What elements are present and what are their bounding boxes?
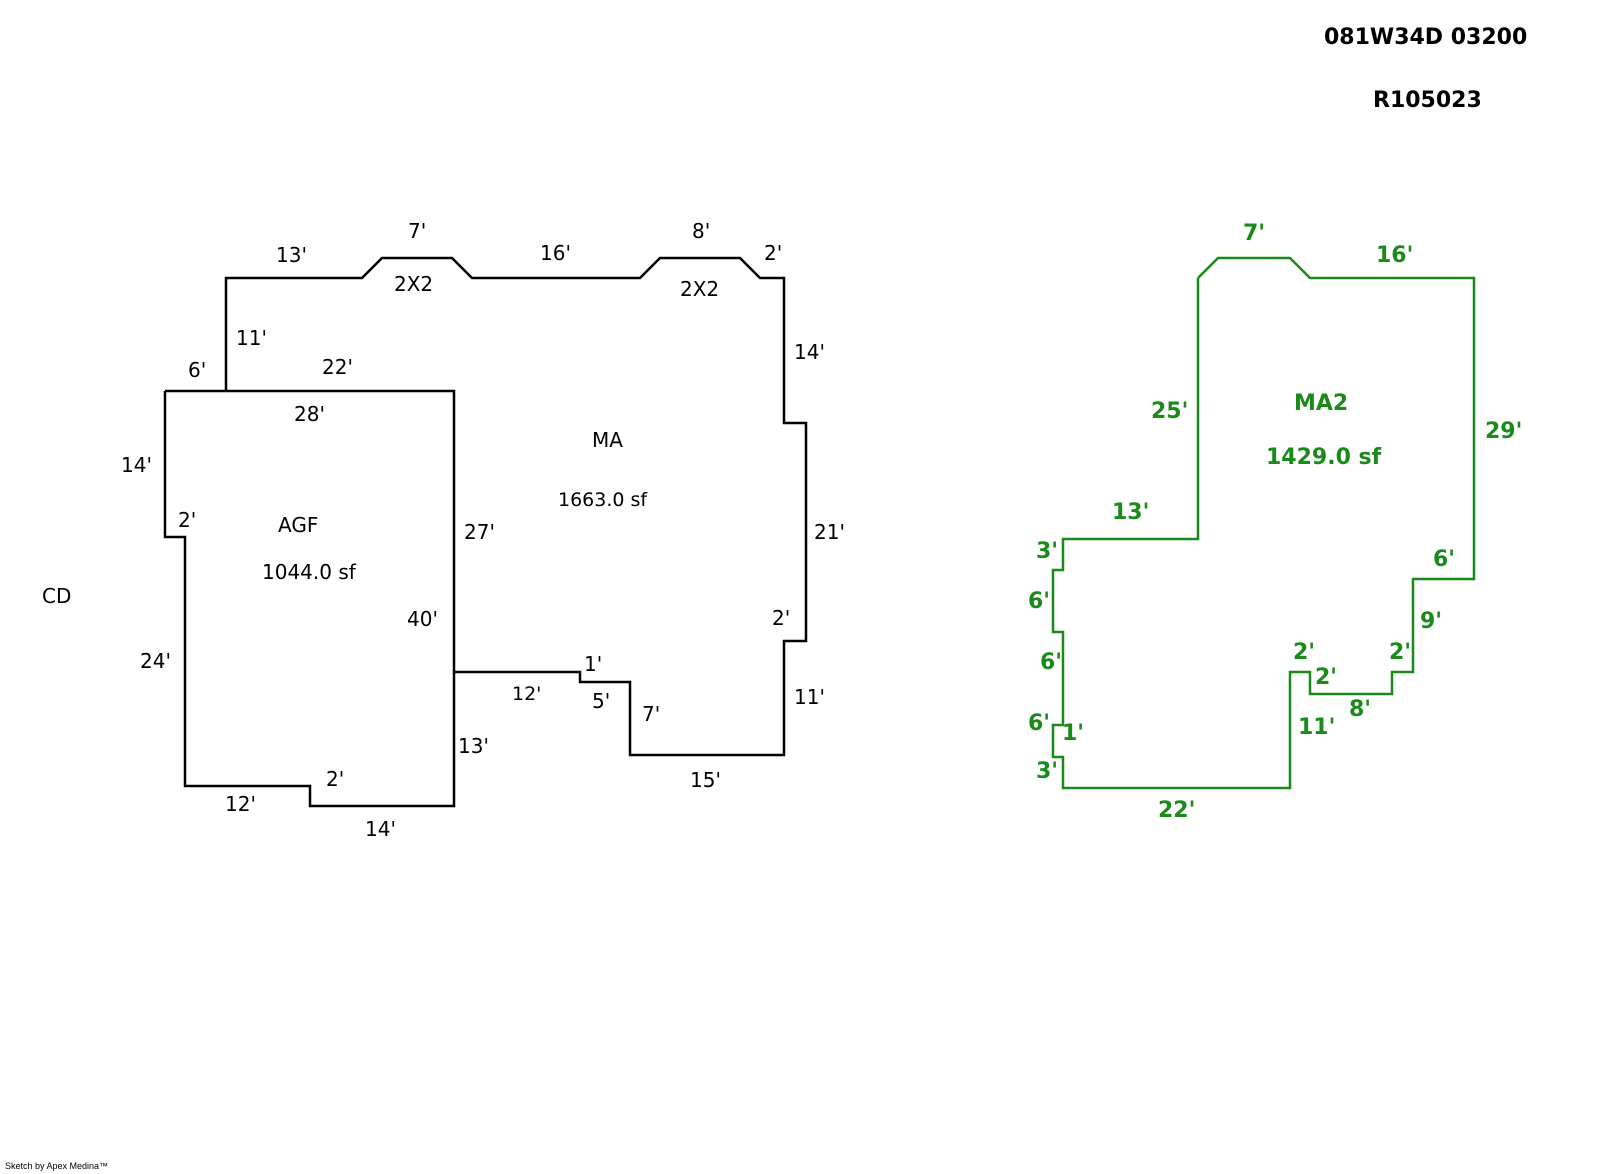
dim-label: 14' (794, 340, 825, 364)
dim-label: 13' (276, 243, 307, 267)
dim-label: 3' (1036, 539, 1058, 564)
dim-label: 11' (794, 685, 825, 709)
dim-label: 15' (690, 768, 721, 792)
dim-label: 5' (592, 689, 610, 713)
dim-label: 2' (178, 508, 196, 532)
dim-label: 16' (540, 241, 571, 265)
dim-label: 6' (1433, 547, 1455, 572)
dim-label: 11' (1298, 715, 1335, 740)
dim-label: 2' (772, 606, 790, 630)
account-id: R105023 (1373, 88, 1482, 113)
dim-label: 2' (326, 767, 344, 791)
agf-outline (163, 389, 456, 808)
dim-label: 9' (1420, 609, 1442, 634)
dim-label: 40' (407, 607, 438, 631)
dim-label: 16' (1376, 243, 1413, 268)
dim-label: 6' (1028, 589, 1050, 614)
dim-label: 28' (294, 402, 325, 426)
bay-window-label: 2X2 (680, 277, 719, 301)
dim-label: 27' (464, 520, 495, 544)
area-name-ma: MA (592, 428, 623, 452)
dim-label: 2' (764, 241, 782, 265)
dim-label: 2' (1389, 640, 1411, 665)
dim-label: 29' (1485, 419, 1522, 444)
dim-label: 14' (365, 817, 396, 841)
dim-label: 1' (584, 652, 602, 676)
cd-label: CD (42, 584, 71, 608)
dim-label: 11' (236, 326, 267, 350)
area-name-agf: AGF (278, 513, 318, 537)
dim-label: 22' (322, 355, 353, 379)
dim-label: 6' (188, 358, 206, 382)
dim-label: 25' (1151, 399, 1188, 424)
dim-label: 2' (1315, 665, 1337, 690)
dim-label: 12' (225, 792, 256, 816)
area-name-ma2: MA2 (1294, 391, 1348, 416)
dim-label: 1' (1062, 721, 1084, 746)
bay-window-label: 2X2 (394, 272, 433, 296)
area-size-ma2: 1429.0 sf (1266, 445, 1382, 470)
sketch-credit: Sketch by Apex Medina™ (5, 1161, 108, 1171)
dim-label: 6' (1028, 711, 1050, 736)
dim-label: 8' (692, 219, 710, 243)
area-size-ma: 1663.0 sf (558, 489, 648, 511)
parcel-id: 081W34D 03200 (1324, 25, 1527, 50)
ma-outline (224, 256, 808, 757)
dim-label: 3' (1036, 759, 1058, 784)
dim-label: 12' (512, 683, 541, 705)
dim-label: 7' (1243, 221, 1265, 246)
dim-label: 24' (140, 649, 171, 673)
dim-label: 6' (1040, 650, 1062, 675)
dim-label: 7' (408, 219, 426, 243)
dim-label: 7' (642, 702, 660, 726)
dim-label: 13' (458, 734, 489, 758)
dim-label: 13' (1112, 500, 1149, 525)
dim-label: 14' (121, 453, 152, 477)
dim-label: 8' (1349, 697, 1371, 722)
dim-label: 21' (814, 520, 845, 544)
dim-label: 22' (1158, 798, 1195, 823)
area-size-agf: 1044.0 sf (262, 560, 357, 584)
ma2-outline (1051, 256, 1476, 790)
dim-label: 2' (1293, 640, 1315, 665)
